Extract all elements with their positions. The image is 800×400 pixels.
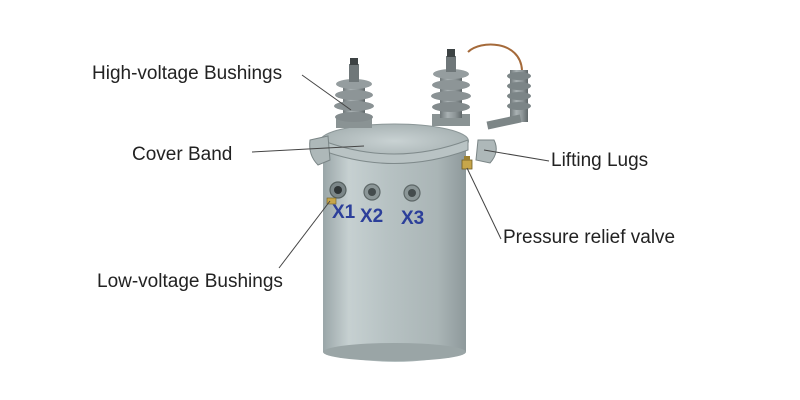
terminal-x2-label: X2 <box>360 206 383 227</box>
leader-low-voltage <box>278 200 331 269</box>
leader-cover-band <box>251 145 365 153</box>
label-cover-band: Cover Band <box>132 144 233 165</box>
terminal-x3-label: X3 <box>401 208 424 229</box>
low-voltage-bushings <box>326 181 421 205</box>
high-voltage-bushing-left <box>334 58 374 128</box>
high-voltage-bushing-right <box>431 49 471 126</box>
tank-bottom <box>323 343 466 361</box>
tank-body <box>323 143 466 362</box>
leader-lines <box>251 74 550 269</box>
label-low-voltage-bushings: Low-voltage Bushings <box>97 271 283 292</box>
terminal-x1-label: X1 <box>332 202 356 223</box>
surge-arrester <box>486 70 531 130</box>
label-pressure-relief-valve: Pressure relief valve <box>503 227 676 248</box>
lifting-lug-left <box>309 135 331 166</box>
connection-wire <box>467 43 523 71</box>
leader-hv <box>301 74 352 111</box>
label-high-voltage-bushings: High-voltage Bushings <box>92 63 283 84</box>
cover-band <box>320 139 469 164</box>
lifting-lug-right <box>475 139 497 164</box>
tank <box>320 123 469 362</box>
leader-lifting-lugs <box>483 149 550 162</box>
label-lifting-lugs: Lifting Lugs <box>551 150 649 171</box>
leader-pressure-relief <box>466 167 502 240</box>
